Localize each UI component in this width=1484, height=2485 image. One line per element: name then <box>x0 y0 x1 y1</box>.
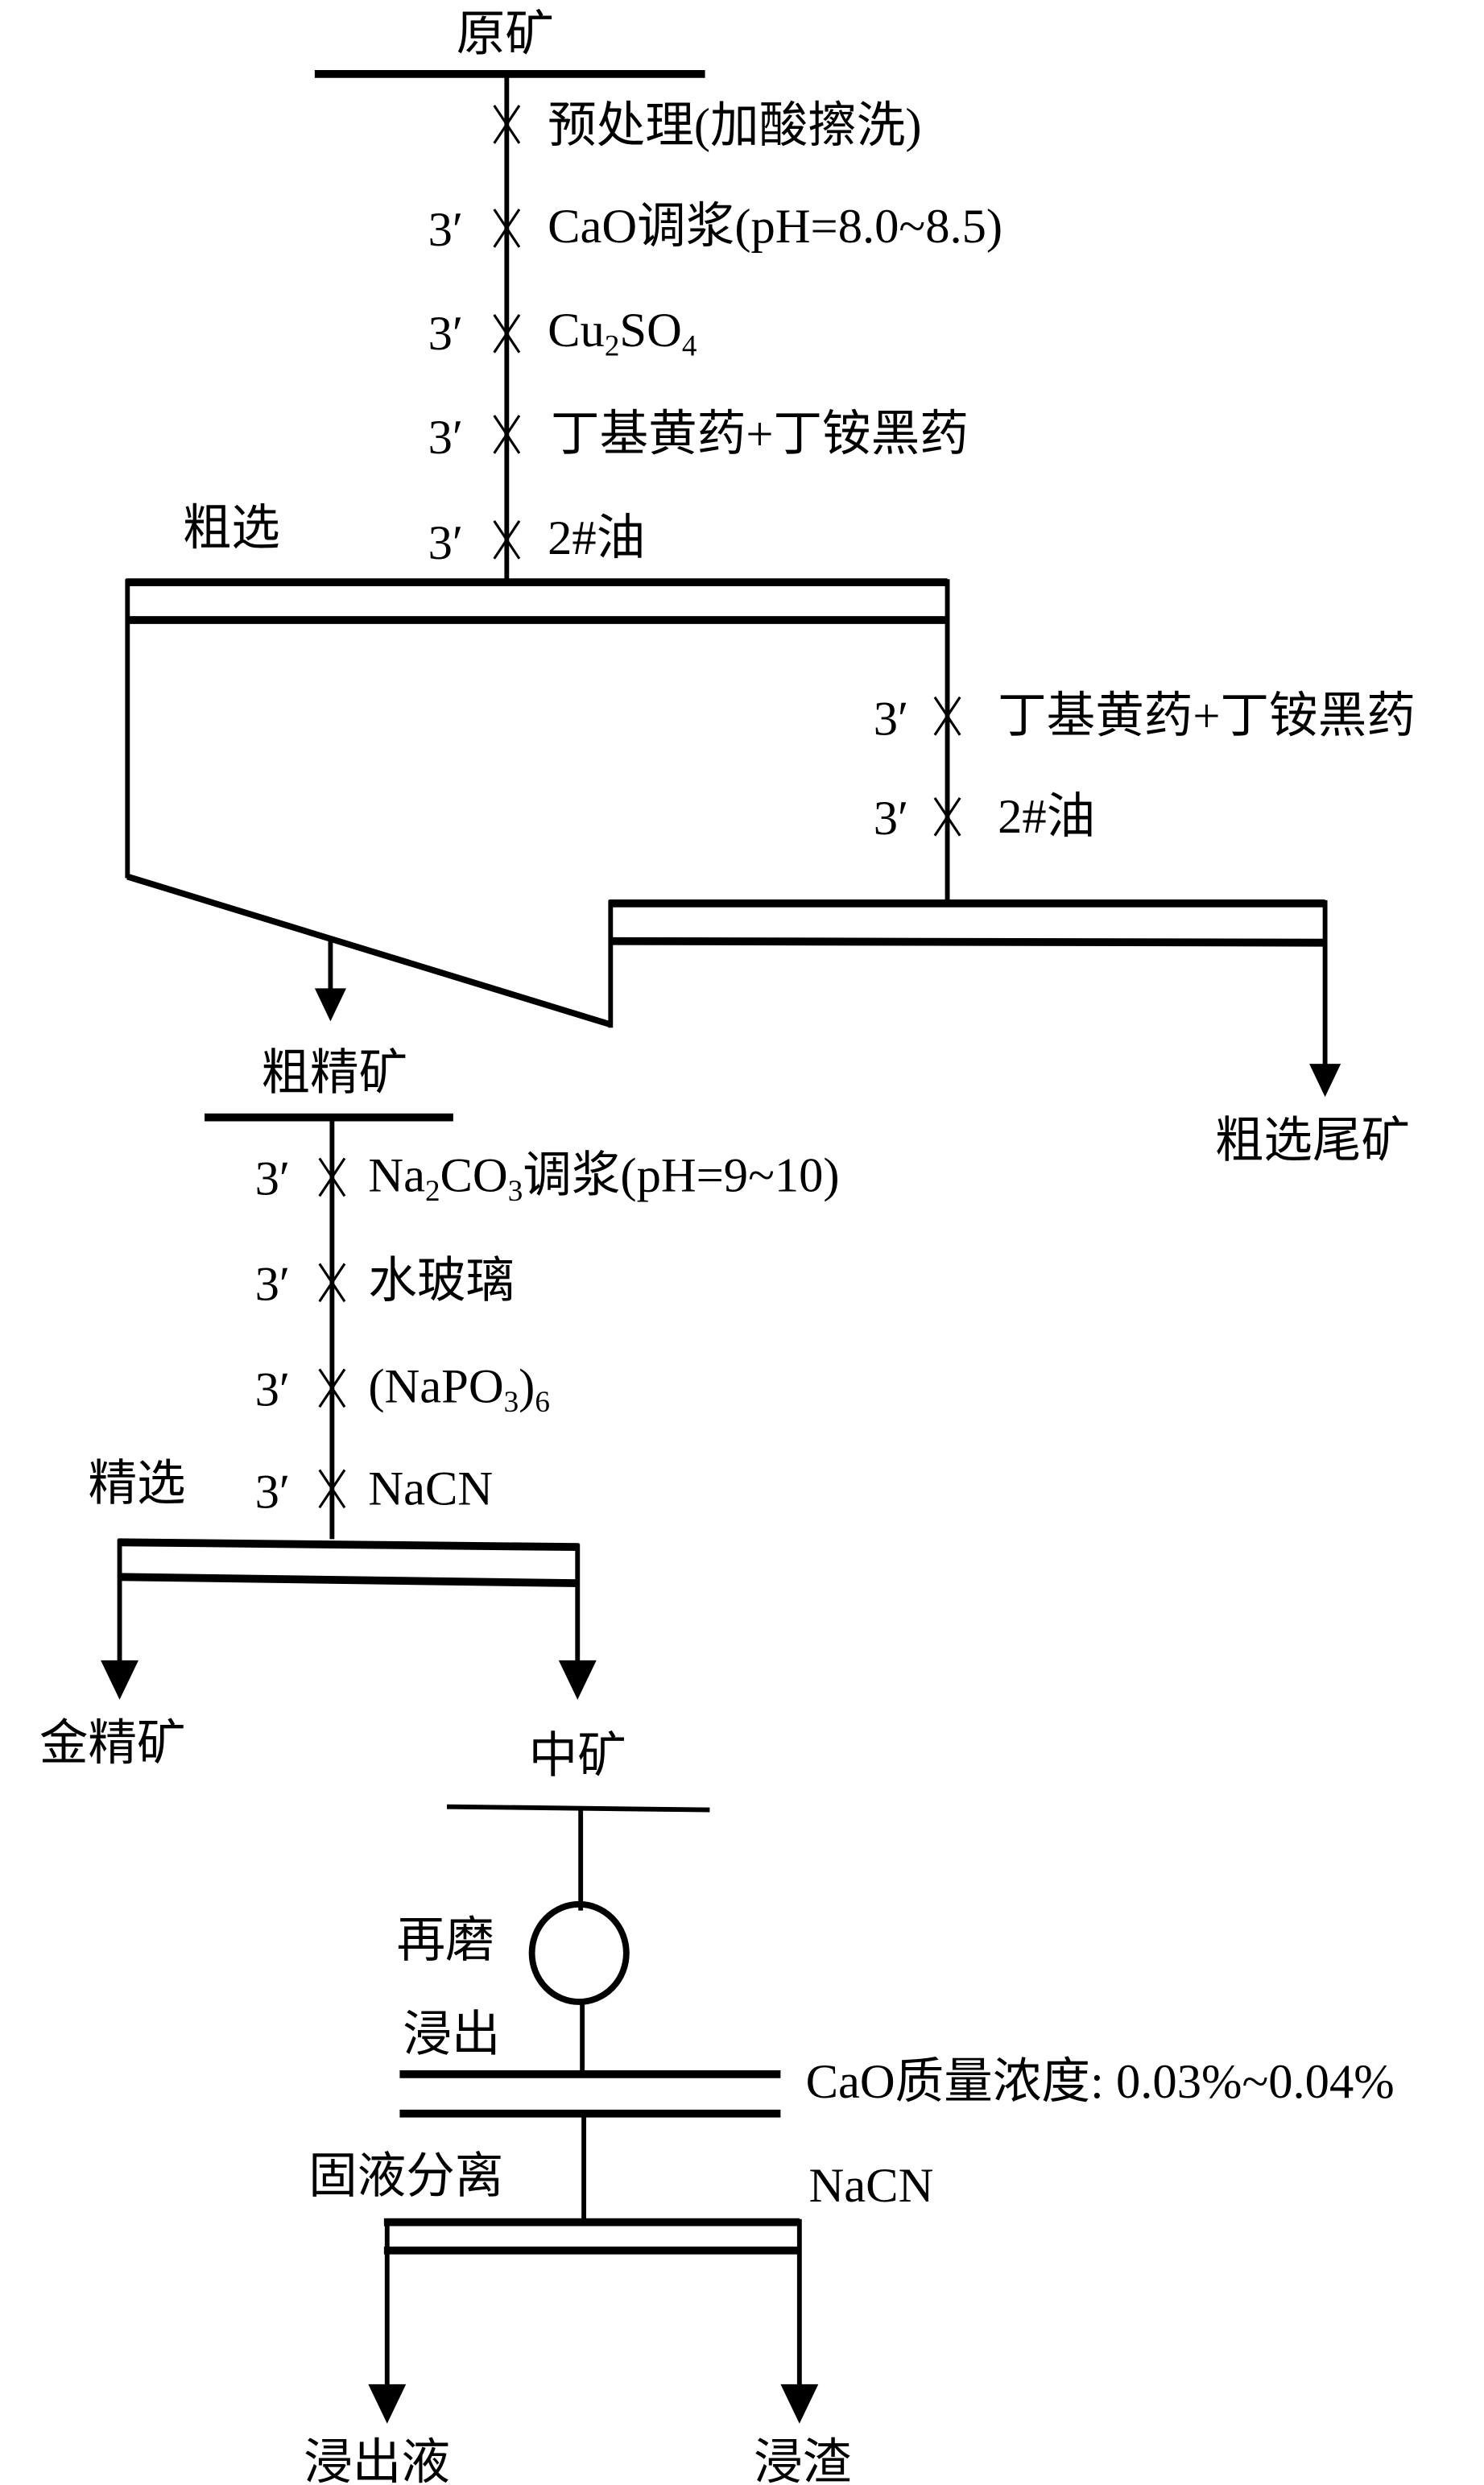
reagent-label: 丁基黄药+丁铵黑药 <box>551 407 969 461</box>
arrow-down-icon <box>780 2384 819 2424</box>
node-gold-concentrate: 金精矿 <box>39 1717 186 1771</box>
dosing-x-icon <box>318 1263 346 1303</box>
reagent-time: 3′ <box>255 1465 291 1519</box>
node-leaching: 浸出 <box>403 2008 500 2062</box>
arrow-down-icon <box>1309 1064 1341 1098</box>
node-raw-ore: 原矿 <box>457 8 554 62</box>
leach-nacn-condition: NaCN <box>809 2159 934 2213</box>
arrow-down-icon <box>314 988 346 1022</box>
reagent-label: 2#油 <box>998 790 1095 844</box>
node-solid-liquid-separation: 固液分离 <box>308 2149 503 2203</box>
dosing-x-icon <box>493 314 521 354</box>
scavenger-reagents: 3′ 丁基黄药+丁铵黑药 3′ 2#油 <box>874 689 1416 846</box>
dosing-x-icon <box>318 1368 346 1408</box>
reagent-label: CaO调浆(pH=8.0~8.5) <box>548 200 1002 254</box>
node-rough-concentrate: 粗精矿 <box>261 1046 407 1100</box>
node-leach-residue: 浸渣 <box>754 2436 851 2485</box>
reagent-time: 3′ <box>874 693 909 746</box>
reagent-marker: 3′ CaO调浆(pH=8.0~8.5) <box>428 200 1003 257</box>
dosing-x-icon <box>493 209 521 248</box>
reagent-label: Na2CO3调浆(pH=9~10) <box>368 1148 839 1208</box>
leach-cao-condition: CaO质量浓度: 0.03%~0.04% <box>806 2055 1395 2109</box>
reagent-label: NaCN <box>368 1462 493 1515</box>
reagent-label: 水玻璃 <box>368 1254 515 1308</box>
leaching-tank <box>399 2070 781 2118</box>
reagent-marker: 3′ NaCN <box>255 1462 494 1519</box>
reagent-marker: 3′ 2#油 <box>428 511 646 570</box>
reagent-time: 3′ <box>874 792 909 846</box>
scavenger-cell <box>609 899 1328 1070</box>
reagent-time: 3′ <box>428 203 464 257</box>
reagent-marker: 预处理(加酸擦洗) <box>493 99 922 153</box>
reagent-time: 3′ <box>255 1362 291 1416</box>
cleaner-reagents: 3′ Na2CO3调浆(pH=9~10) 3′ 水玻璃 3′ (NaPO3)6 … <box>255 1148 840 1519</box>
cleaner-cell <box>117 1538 581 1668</box>
dosing-x-icon <box>493 105 521 144</box>
node-cleaner: 精选 <box>88 1458 185 1511</box>
arrow-down-icon <box>558 1660 597 1700</box>
dosing-x-icon <box>933 696 961 736</box>
reagent-label: (NaPO3)6 <box>368 1359 550 1419</box>
reagent-marker: 3′ 水玻璃 <box>255 1254 515 1311</box>
reagent-marker: 3′ 丁基黄药+丁铵黑药 <box>428 407 969 465</box>
reagent-time: 3′ <box>428 307 464 361</box>
node-middlings: 中矿 <box>529 1730 626 1784</box>
node-regrind: 再磨 <box>397 1913 494 1967</box>
feed-reagents: 预处理(加酸擦洗) 3′ CaO调浆(pH=8.0~8.5) 3′ Cu2SO4… <box>428 99 1003 570</box>
node-rougher-tailings: 粗选尾矿 <box>1215 1114 1410 1168</box>
reagent-marker: 3′ Cu2SO4 <box>428 304 697 363</box>
reagent-marker: 3′ 2#油 <box>874 790 1096 846</box>
reagent-time: 3′ <box>255 1257 291 1311</box>
dosing-x-icon <box>493 520 521 560</box>
rougher-cell <box>125 578 950 1028</box>
dosing-x-icon <box>318 1157 346 1197</box>
dosing-x-icon <box>933 797 961 837</box>
reagent-time: 3′ <box>428 516 464 570</box>
reagent-label: Cu2SO4 <box>548 304 697 363</box>
reagent-label: 丁基黄药+丁铵黑药 <box>998 689 1416 743</box>
reagent-marker: 3′ Na2CO3调浆(pH=9~10) <box>255 1148 840 1208</box>
regrind-mill-icon <box>528 1900 630 2005</box>
separation-cell <box>383 2218 802 2389</box>
dosing-x-icon <box>318 1469 346 1509</box>
node-pregnant-solution: 浸出液 <box>304 2436 450 2485</box>
reagent-marker: 3′ (NaPO3)6 <box>255 1359 550 1419</box>
node-rougher: 粗选 <box>183 502 280 556</box>
arrow-down-icon <box>368 2384 407 2424</box>
reagent-time: 3′ <box>255 1152 291 1205</box>
reagent-label: 预处理(加酸擦洗) <box>548 99 921 153</box>
arrow-down-icon <box>101 1660 138 1700</box>
reagent-marker: 3′ 丁基黄药+丁铵黑药 <box>874 689 1416 746</box>
dosing-x-icon <box>493 415 521 454</box>
reagent-label: 2#油 <box>548 511 645 565</box>
reagent-time: 3′ <box>428 411 464 465</box>
